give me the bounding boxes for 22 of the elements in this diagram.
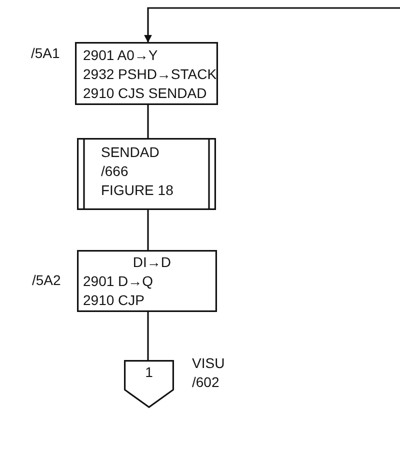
arrow bbox=[144, 7, 400, 43]
code-line: 2932 PSHD→STACK bbox=[83, 65, 217, 84]
subroutine-box bbox=[77, 138, 216, 210]
process-box bbox=[77, 250, 217, 312]
code-line: 2901 A0→Y bbox=[83, 46, 158, 65]
connector-line bbox=[147, 210, 149, 250]
connector-line bbox=[147, 105, 149, 138]
code-line: 2910 CJS SENDAD bbox=[83, 84, 207, 103]
reference-label: VISU bbox=[192, 354, 225, 373]
code-line: 2910 CJP bbox=[83, 291, 144, 310]
code-line: 1 bbox=[145, 363, 153, 382]
code-line: FIGURE 18 bbox=[101, 181, 174, 200]
process-box bbox=[75, 42, 218, 105]
connector-line bbox=[147, 312, 149, 360]
code-line: DI→D bbox=[132, 253, 171, 272]
reference-label: /5A1 bbox=[31, 44, 60, 63]
offpage-connector bbox=[124, 360, 174, 408]
code-line: /666 bbox=[101, 162, 128, 181]
code-line: SENDAD bbox=[101, 143, 160, 162]
code-line: 2901 D→Q bbox=[83, 272, 154, 291]
reference-label: /602 bbox=[192, 373, 220, 392]
reference-label: /5A2 bbox=[32, 271, 61, 290]
